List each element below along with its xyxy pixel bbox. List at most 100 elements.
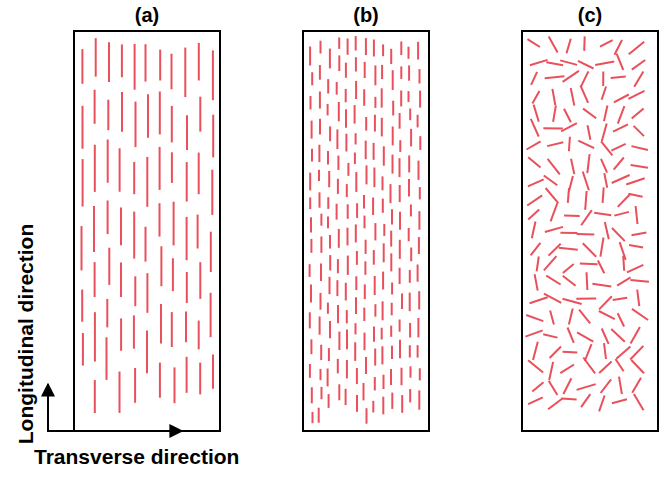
fiber <box>619 377 622 395</box>
fiber <box>612 228 625 241</box>
fiber <box>186 162 188 202</box>
fiber <box>581 86 589 103</box>
fiber <box>212 354 214 388</box>
fiber <box>345 63 347 78</box>
fiber <box>355 276 357 290</box>
fiber <box>588 125 591 139</box>
fiber <box>528 360 543 372</box>
longitudinal-arrow <box>47 384 49 431</box>
fiber <box>400 42 402 56</box>
fiber <box>528 157 540 167</box>
fiber <box>327 369 329 387</box>
fiber <box>578 141 594 149</box>
fiber <box>600 40 613 46</box>
fiber <box>560 232 577 234</box>
fiber <box>527 39 540 47</box>
fiber <box>381 65 383 79</box>
fiber <box>147 94 149 138</box>
fiber <box>356 251 358 265</box>
fiber <box>399 320 401 332</box>
fiber <box>399 212 401 230</box>
fiber <box>409 389 411 402</box>
fiber <box>399 113 401 129</box>
fiber <box>408 155 410 172</box>
fiber <box>311 121 313 139</box>
fiber <box>381 346 383 364</box>
fiber <box>583 358 595 374</box>
fiber <box>390 326 392 337</box>
fiber <box>409 293 411 312</box>
fiber <box>372 401 374 413</box>
fiber <box>354 105 356 124</box>
sample-panel: (c) <box>521 30 659 432</box>
fiber <box>532 222 536 239</box>
fiber <box>401 368 403 386</box>
fiber <box>618 106 625 124</box>
fiber <box>544 176 558 186</box>
fiber <box>408 179 410 197</box>
fiber <box>346 184 348 197</box>
fiber <box>604 106 607 122</box>
fiber <box>355 224 357 242</box>
fiber <box>602 124 607 142</box>
fiber <box>373 168 375 188</box>
fiber <box>548 398 563 409</box>
fiber <box>632 60 645 70</box>
fiber <box>347 256 349 275</box>
fiber <box>569 137 570 152</box>
fiber <box>546 188 559 203</box>
fiber <box>564 215 580 217</box>
fiber <box>400 91 402 107</box>
fiber <box>186 115 188 150</box>
fiber <box>133 162 135 194</box>
fiber <box>563 378 571 394</box>
fiber <box>320 237 322 253</box>
fiber <box>637 290 639 307</box>
fiber <box>94 380 96 413</box>
fiber <box>616 347 630 359</box>
fiber <box>630 346 643 360</box>
fiber <box>338 102 340 121</box>
fiber <box>364 62 366 78</box>
fiber <box>532 382 543 391</box>
fiber <box>159 147 161 190</box>
fiber <box>159 50 161 81</box>
fiber <box>81 290 83 322</box>
fiber <box>392 101 394 116</box>
fiber <box>120 263 122 297</box>
fiber <box>171 54 173 90</box>
fiber <box>186 217 188 260</box>
fiber <box>146 273 148 313</box>
fiber <box>583 109 596 119</box>
fiber <box>617 277 631 285</box>
fiber <box>392 70 394 90</box>
fiber <box>311 387 313 403</box>
fiber <box>563 276 576 286</box>
fiber <box>563 351 578 354</box>
fiber <box>559 248 578 250</box>
fiber <box>186 272 188 303</box>
fiber <box>310 239 312 253</box>
fiber <box>310 217 312 232</box>
fiber <box>410 248 412 262</box>
fiber <box>409 109 411 121</box>
fiber <box>632 309 648 320</box>
fiber <box>320 293 322 310</box>
fiber <box>318 408 320 423</box>
fiber <box>328 348 330 361</box>
fiber <box>119 148 121 191</box>
fiber <box>345 89 347 102</box>
fiber <box>594 213 611 216</box>
fiber <box>599 361 611 373</box>
fiber <box>365 38 367 55</box>
fiber <box>327 104 329 116</box>
fiber <box>374 115 376 132</box>
fiber <box>355 57 357 71</box>
fiber <box>329 255 331 270</box>
fiber <box>611 329 625 342</box>
fiber <box>617 54 624 70</box>
fiber <box>374 97 376 108</box>
fiber <box>159 363 161 398</box>
fiber <box>94 145 96 192</box>
fiber <box>346 310 348 323</box>
